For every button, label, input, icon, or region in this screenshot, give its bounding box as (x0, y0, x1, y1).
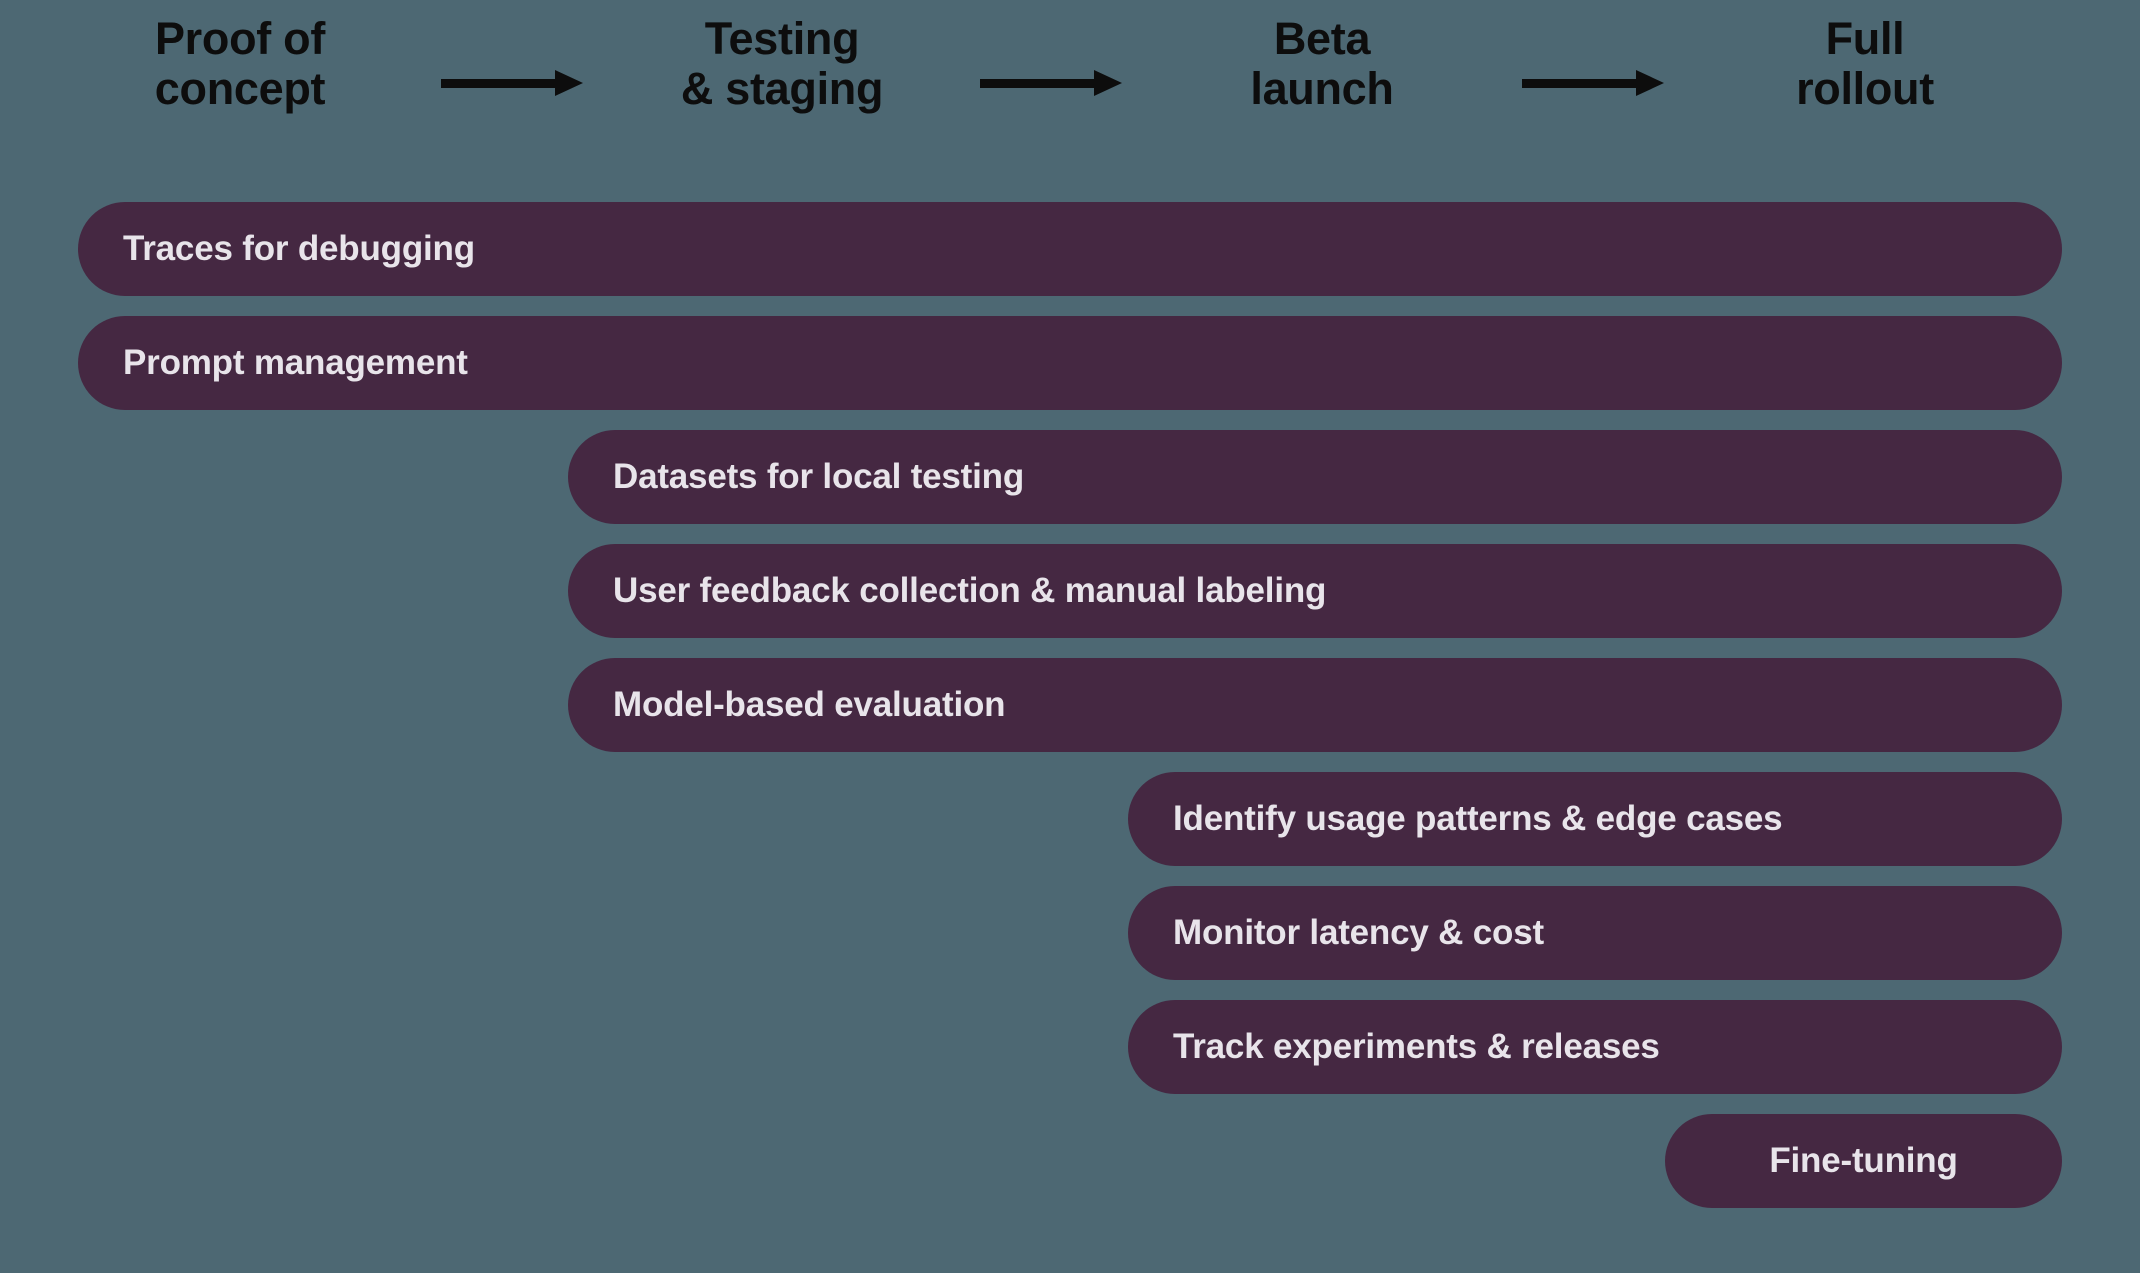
arrow-right-icon-2 (980, 70, 1122, 96)
capability-bar-label: Identify usage patterns & edge cases (1173, 799, 1783, 838)
arrow-head (1636, 70, 1664, 96)
arrow-head (1094, 70, 1122, 96)
arrow-right-icon-1 (441, 70, 583, 96)
phase-header-row: Proof of concept Testing & staging Beta … (0, 0, 2140, 165)
capability-bar-traces-for-debugging: Traces for debugging (78, 202, 2062, 296)
capability-bar-prompt-management: Prompt management (78, 316, 2062, 410)
capability-bar-label: User feedback collection & manual labeli… (613, 571, 1327, 610)
phase-label-line2: launch (1250, 63, 1394, 115)
arrow-head (555, 70, 583, 96)
phase-label-line1: Beta (1273, 13, 1371, 64)
phase-label-line2: & staging (680, 63, 884, 115)
phase-label-beta-launch: Beta launch (1172, 13, 1472, 115)
phase-label-full-rollout: Full rollout (1715, 13, 2015, 115)
arrow-shaft (980, 79, 1094, 88)
capability-bar-datasets-for-local-testing: Datasets for local testing (568, 430, 2062, 524)
capability-bar-label: Datasets for local testing (613, 457, 1025, 496)
arrow-shaft (441, 79, 555, 88)
capability-bar-label: Track experiments & releases (1173, 1027, 1660, 1066)
capability-bar-identify-usage-patterns-edge-cases: Identify usage patterns & edge cases (1128, 772, 2062, 866)
capability-bar-label: Traces for debugging (123, 229, 475, 268)
phase-label-line1: Full (1825, 13, 1905, 64)
capability-bar-monitor-latency-cost: Monitor latency & cost (1128, 886, 2062, 980)
capability-bar-fine-tuning: Fine-tuning (1665, 1114, 2062, 1208)
phase-label-line2: concept (154, 63, 326, 115)
phase-label-line1: Testing (704, 13, 860, 64)
phase-label-testing-and-staging: Testing & staging (632, 13, 932, 115)
capability-bar-user-feedback-collection-manual-labeling: User feedback collection & manual labeli… (568, 544, 2062, 638)
capability-bar-model-based-evaluation: Model-based evaluation (568, 658, 2062, 752)
capability-bar-track-experiments-releases: Track experiments & releases (1128, 1000, 2062, 1094)
phase-label-proof-of-concept: Proof of concept (90, 13, 390, 115)
capability-bar-label: Prompt management (123, 343, 468, 382)
phase-label-line1: Proof of (154, 13, 326, 64)
capability-bar-label: Fine-tuning (1769, 1141, 1958, 1180)
capability-bar-label: Model-based evaluation (613, 685, 1006, 724)
arrow-shaft (1522, 79, 1636, 88)
phase-label-line2: rollout (1796, 63, 1934, 115)
capability-bar-label: Monitor latency & cost (1173, 913, 1544, 952)
arrow-right-icon-3 (1522, 70, 1664, 96)
